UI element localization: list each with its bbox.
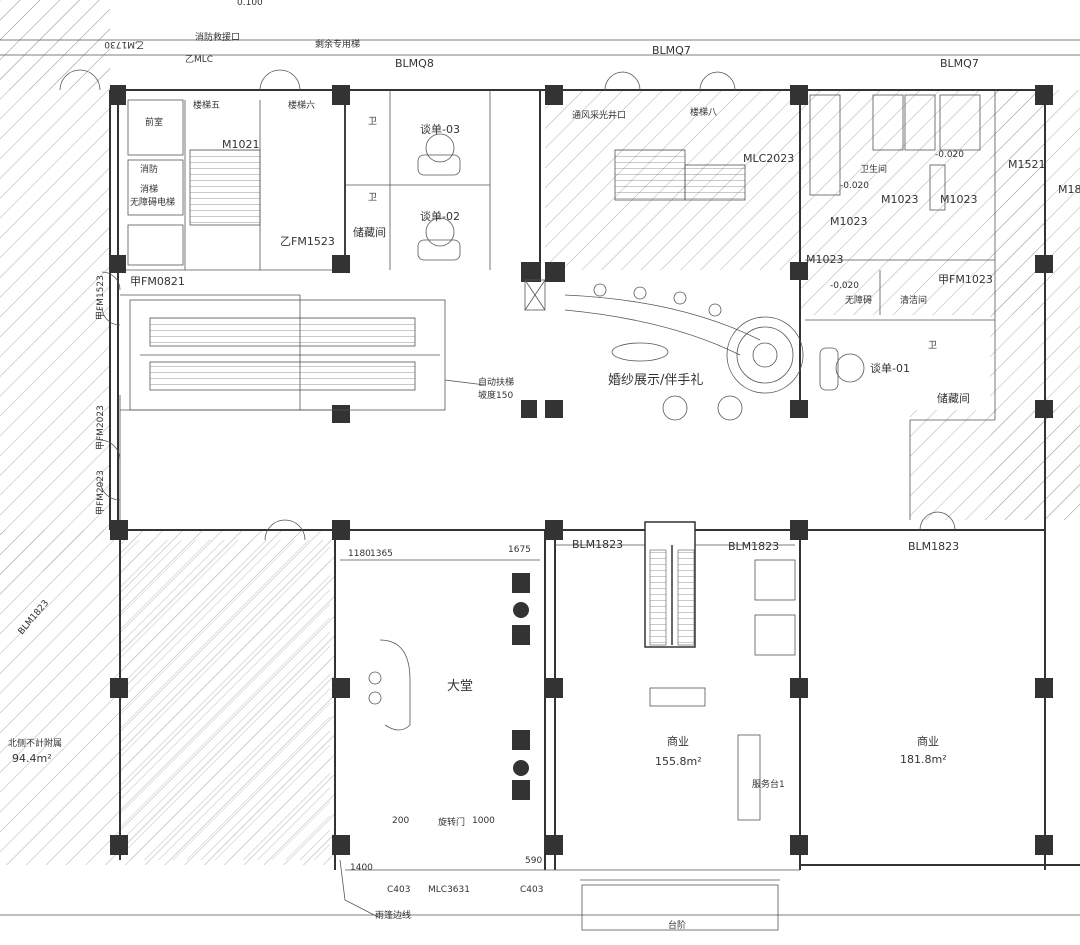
zfm1523-label: 乙FM1523 <box>280 235 335 248</box>
dim-label-1000: 1000 <box>472 816 495 826</box>
canopy-label: 雨篷边线 <box>375 909 411 921</box>
mlc2023-label: MLC2023 <box>743 152 794 165</box>
wedding-display <box>564 283 804 421</box>
furniture <box>368 133 865 821</box>
stair8-up-label: 通风采光井口 <box>572 109 626 121</box>
revolving-door-label: 旋转门 <box>438 816 465 828</box>
level-label-c: -0.020 <box>830 281 859 291</box>
zm-top-label: 乙M1730 <box>104 39 144 50</box>
outdoor-area: 94.4m² <box>12 752 52 765</box>
elev-label-c: 无障碍电梯 <box>130 196 175 208</box>
dim-label-1180: 1180 <box>348 549 371 559</box>
elev-label-a: 消防 <box>140 163 158 175</box>
hatched-zones <box>0 0 1080 865</box>
shop2-area: 181.8m² <box>900 753 947 766</box>
lobby-label: 大堂 <box>447 679 473 694</box>
blmq7-label-b: BLMQ7 <box>940 57 979 70</box>
level-label-b: -0.020 <box>840 181 869 191</box>
blm1823-label-b: BLM1823 <box>728 540 779 553</box>
c403-label-a: C403 <box>387 885 410 895</box>
top-note-label: 剩余专用梯 <box>315 38 360 50</box>
talk01-label: 谈单-01 <box>870 362 910 375</box>
m1023-label-d: M1023 <box>881 193 919 206</box>
fm2023-label-b: 甲FM2023 <box>95 470 106 515</box>
level-label-a: -0.020 <box>935 150 964 160</box>
elevators <box>127 99 546 311</box>
level-mark: 0.100 <box>237 0 263 8</box>
fire-outlet-label: 消防救援口 <box>195 31 240 43</box>
toilet-label-c: 卫 <box>928 341 937 351</box>
columns <box>110 85 1053 855</box>
door-swings <box>59 69 956 541</box>
fm2023-label-a: 甲FM2023 <box>95 405 106 450</box>
toilet-label-a: 卫 <box>368 117 377 127</box>
shop1-area: 155.8m² <box>655 755 702 768</box>
escalator <box>129 299 486 411</box>
stair5-label: 楼梯五 <box>193 99 220 111</box>
jfm0821-label: 甲FM0821 <box>130 275 185 288</box>
dim-label-1675: 1675 <box>508 545 531 555</box>
frontroom-label: 前室 <box>145 116 163 128</box>
talk03-label: 谈单-03 <box>420 123 460 136</box>
toilet-label-b: 卫 <box>368 193 377 203</box>
m1023-label-c: M1023 <box>806 253 844 266</box>
dim-label-200: 200 <box>392 816 409 826</box>
restroom-label: 卫生间 <box>860 163 887 175</box>
m1023-label-b: M1023 <box>940 193 978 206</box>
m18-label: M18 <box>1058 183 1080 196</box>
blm1823-label-c: BLM1823 <box>908 540 959 553</box>
room-labels: 0.100 消防救援口 剩余专用梯 BLMQ8 BLMQ7 BLMQ7 乙MLC… <box>8 0 1080 931</box>
stairs <box>189 149 746 648</box>
restroom-fixtures <box>809 94 981 211</box>
c403-label-b: C403 <box>520 885 543 895</box>
elev-label-b: 消梯 <box>140 183 158 195</box>
stair6-label: 楼梯六 <box>288 99 315 111</box>
dim-label-590: 590 <box>525 856 542 866</box>
blm1823-label-a: BLM1823 <box>572 538 623 551</box>
shop2-label: 商业 <box>917 734 939 748</box>
dim-label-1365: 1365 <box>370 549 393 559</box>
talk02-label: 谈单-02 <box>420 210 460 223</box>
service-label: 服务台1 <box>752 778 785 790</box>
mlc-label: MLC3631 <box>428 885 470 895</box>
stair8-label: 楼梯八 <box>690 106 717 118</box>
fm1523-vertical-label: 甲FM1523 <box>95 275 106 320</box>
m1521-label: M1521 <box>1008 158 1046 171</box>
zmlc-label: 乙MLC <box>185 54 213 65</box>
m1023-label-a: M1023 <box>830 215 868 228</box>
blmq7-label-a: BLMQ7 <box>652 44 691 57</box>
m1021-label: M1021 <box>222 138 260 151</box>
escalator-note: 自动扶梯 <box>478 376 514 388</box>
lobby-displays <box>512 573 530 800</box>
blmq8-label: BLMQ8 <box>395 57 434 70</box>
dim-label-1400: 1400 <box>350 863 373 873</box>
cleaning-label: 清洁间 <box>900 294 927 306</box>
escalator-note-2: 坡度150 <box>478 389 513 401</box>
shop1-label: 商业 <box>667 734 689 748</box>
wedding-label: 婚纱展示/伴手礼 <box>608 372 703 388</box>
fm1023-label: 甲FM1023 <box>938 273 993 286</box>
storage-label-a: 储藏间 <box>353 225 386 239</box>
steps-label: 台阶 <box>668 919 686 931</box>
outdoor-label: 北侧不計附属 <box>8 737 62 749</box>
storage-label-b: 储藏间 <box>937 391 970 405</box>
accessible-label: 无障碍 <box>845 294 872 306</box>
